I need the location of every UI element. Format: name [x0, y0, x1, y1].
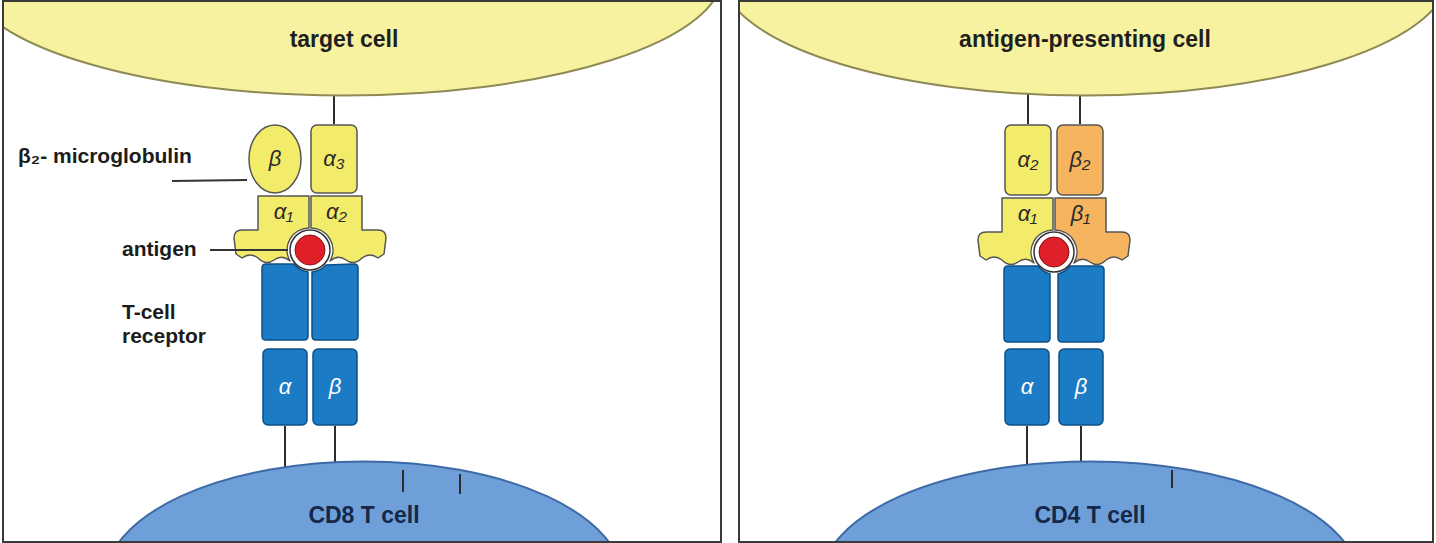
domain-label: β	[329, 374, 342, 400]
mhc-binding-domain: α₁	[976, 196, 1054, 268]
cell-name: CD8 T cell	[308, 502, 419, 529]
tcr-variable-domain	[312, 264, 358, 340]
domain-label: β₁	[1055, 198, 1106, 230]
membrane-stem	[334, 426, 336, 462]
tcr-constant-domain: β	[312, 348, 358, 426]
domain-label: β₂	[1070, 147, 1091, 173]
node-outline	[310, 194, 388, 266]
cell-name: target cell	[290, 26, 399, 53]
antigen-peptide	[1039, 237, 1069, 267]
membrane-stem	[284, 426, 286, 467]
mhc-domain: α₃	[310, 124, 358, 194]
leader-line	[172, 180, 247, 181]
membrane-stem	[1080, 426, 1082, 462]
domain-shape	[249, 125, 301, 193]
domain-shape	[311, 125, 357, 193]
domain-label: β	[1075, 374, 1088, 400]
antigen-ring	[1034, 232, 1074, 272]
domain-label: α	[1021, 374, 1034, 400]
tcr-constant-domain: β	[1058, 348, 1104, 426]
cell-body: CD4 T cell	[820, 460, 1360, 543]
membrane-stem	[1026, 426, 1028, 465]
mhc-domain: β₂	[1056, 124, 1104, 196]
domain-label: α₂	[311, 196, 362, 228]
tcr-variable-domain	[262, 264, 308, 340]
tcr-constant-domain: α	[1004, 348, 1050, 426]
domain-shape	[311, 196, 386, 263]
microglobulin-domain: β	[248, 124, 302, 194]
domain-label: α₁	[258, 196, 309, 228]
antigen-peptide	[295, 235, 325, 265]
node-outline	[104, 460, 624, 543]
domain-shape	[1057, 125, 1103, 195]
cell-body: CD8 T cell	[104, 460, 624, 543]
membrane-receptor-stem	[1171, 470, 1173, 488]
antigen-ring	[290, 230, 330, 270]
mhc-binding-domain: β₁	[1054, 196, 1132, 268]
cell-membrane	[822, 462, 1359, 543]
membrane-stem	[1027, 94, 1029, 124]
domain-shape	[313, 349, 357, 425]
domain-label: α₃	[323, 146, 344, 172]
tcr-variable-domain	[1058, 266, 1104, 342]
mhc-domain: α₂	[1004, 124, 1052, 196]
domain-shape	[263, 349, 307, 425]
domain-shape	[1059, 349, 1103, 425]
membrane-stem	[333, 95, 335, 124]
domain-shape	[234, 196, 309, 263]
cell-membrane	[106, 462, 623, 543]
cell-body: target cell	[2, 0, 722, 97]
panel: target cell β α₃ α₁α₂ α βCD8 T cell β₂- microg…	[2, 0, 722, 543]
node-outline	[232, 194, 310, 266]
mhc-binding-domain: α₁	[232, 194, 310, 266]
domain-label: α₁	[1002, 198, 1053, 230]
cell-membrane	[2, 0, 722, 96]
domain-shape	[978, 198, 1053, 265]
membrane-receptor-stem	[402, 470, 404, 492]
callout-label: T-cell receptor	[122, 300, 242, 348]
node-outline	[1054, 196, 1132, 268]
mhc-binding-domain: α₂	[310, 194, 388, 266]
callout-label: β₂- microglobulin	[18, 144, 198, 168]
tcr-constant-domain: α	[262, 348, 308, 426]
tcr-variable-domain	[1004, 266, 1050, 342]
cell-membrane	[738, 0, 1434, 96]
membrane-receptor-stem	[459, 474, 461, 494]
cell-name: antigen-presenting cell	[959, 26, 1211, 53]
domain-shape	[1005, 349, 1049, 425]
domain-label: α	[279, 374, 292, 400]
membrane-stem	[1079, 95, 1081, 124]
domain-shape	[1005, 125, 1051, 195]
node-outline	[976, 196, 1054, 268]
cell-body: antigen-presenting cell	[738, 0, 1434, 97]
cell-name: CD4 T cell	[1034, 502, 1145, 529]
domain-label: β	[269, 146, 282, 172]
panel: antigen-presenting cell α₂ β₂ α₁β₁ α βCD4 T c…	[738, 0, 1434, 543]
callout-label: antigen	[122, 237, 232, 261]
domain-label: α₂	[1018, 147, 1039, 173]
node-outline	[820, 460, 1360, 543]
domain-shape	[1055, 198, 1130, 265]
